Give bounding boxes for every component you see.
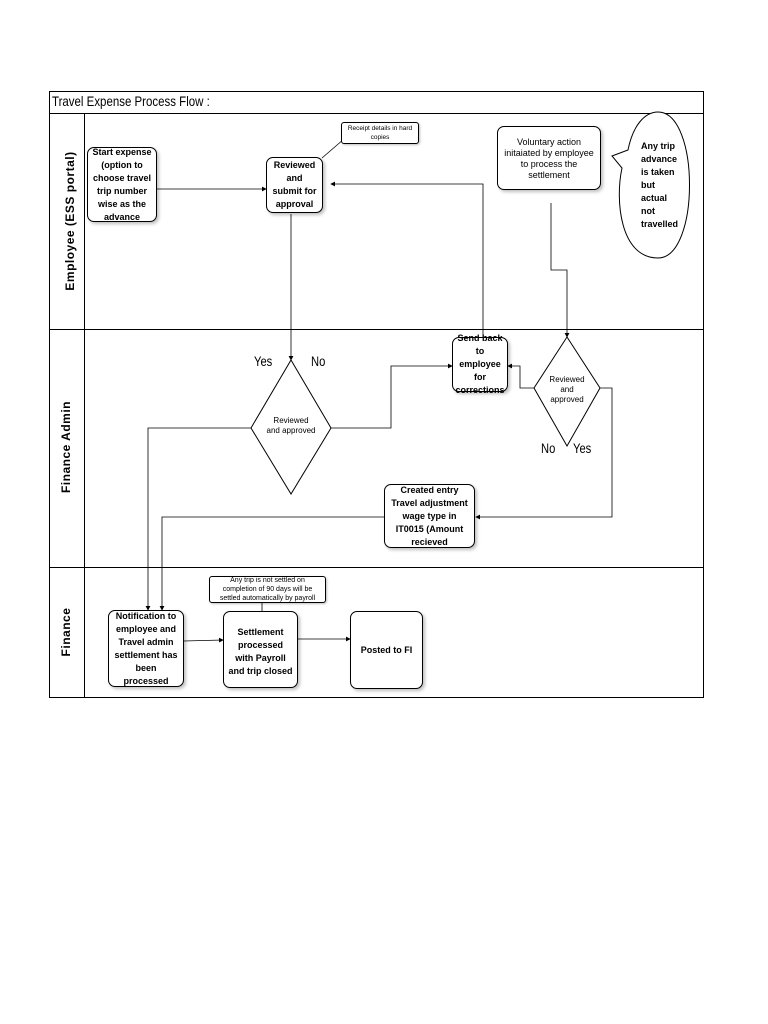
lane-divider-2 xyxy=(49,567,704,568)
label-no-left: No xyxy=(311,353,326,369)
auto-settle-note: Any trip is not settled on completion of… xyxy=(209,576,326,603)
decision-diamond-right xyxy=(533,336,601,448)
lane-divider-1 xyxy=(49,329,704,330)
lane-header-divider xyxy=(84,113,85,698)
posted-fi-box: Posted to FI xyxy=(350,611,423,689)
edge-notification-settlement xyxy=(183,637,224,643)
label-no-right: No xyxy=(541,440,556,456)
edge-sendback-reviewed xyxy=(330,181,484,337)
decision-right-text: Reviewed and approved xyxy=(549,375,585,404)
edge-rdiamond-sendback xyxy=(507,363,534,389)
edge-diamond-notification xyxy=(145,427,251,611)
receipt-note: Receipt details in hard copies xyxy=(341,122,419,144)
diagram-frame xyxy=(49,91,704,698)
settlement-box: Settlement processed with Payroll and tr… xyxy=(223,611,298,688)
reviewed-submit-box: Reviewed and submit for approval xyxy=(266,157,323,213)
note-pointer xyxy=(321,138,345,159)
title-divider xyxy=(49,113,704,114)
label-yes-right: Yes xyxy=(573,440,592,456)
decision-left-text: Reviewed and approved xyxy=(266,416,316,435)
diagram-title: Travel Expense Process Flow : xyxy=(52,93,210,109)
callout-text: Any trip advance is taken but actual not… xyxy=(641,141,679,229)
edge-voluntary-diamond xyxy=(550,203,570,338)
edge-diamond-sendback xyxy=(331,363,453,429)
edge-rdiamond-created xyxy=(475,387,613,520)
decision-diamond-left xyxy=(250,359,332,495)
created-entry-box: Created entry Travel adjustment wage typ… xyxy=(384,484,475,548)
callout-bubble xyxy=(611,111,690,259)
send-back-box: Send back to employee for corrections xyxy=(452,333,508,395)
label-yes-left: Yes xyxy=(254,353,273,369)
notification-box: Notification to employee and Travel admi… xyxy=(108,610,184,687)
start-expense-box: Start expense (option to choose travel t… xyxy=(87,147,157,222)
voluntary-action-box: Voluntary action initaiated by employee … xyxy=(497,126,601,190)
edge-created-notification xyxy=(159,516,384,611)
